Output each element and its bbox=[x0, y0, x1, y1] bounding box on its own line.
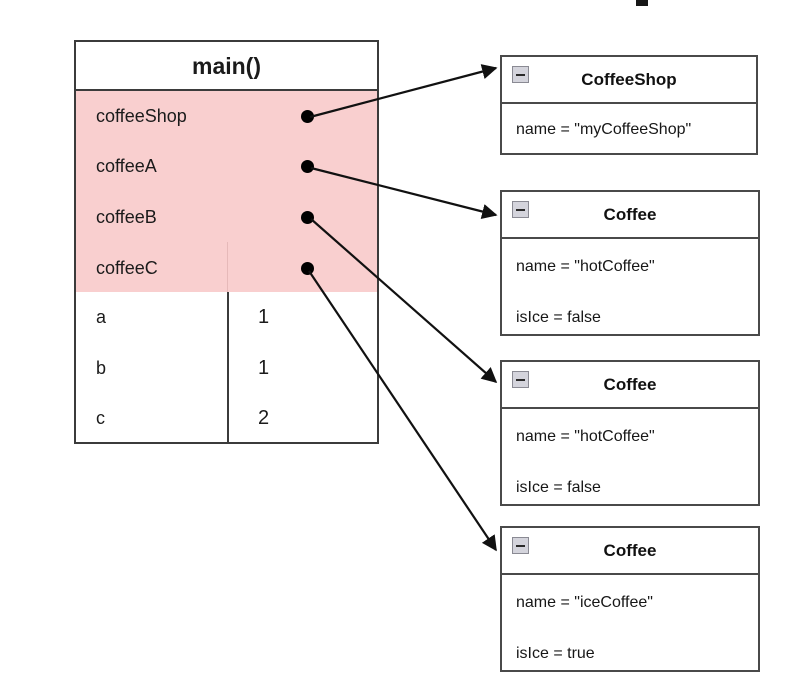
field-name: name = "myCoffeeShop" bbox=[516, 121, 692, 138]
frame-title: main() bbox=[76, 42, 377, 91]
field-isice: isIce = false bbox=[516, 309, 601, 326]
minus-icon[interactable] bbox=[512, 537, 529, 554]
minus-icon[interactable] bbox=[512, 66, 529, 83]
variable-name-a: a bbox=[96, 307, 107, 327]
variable-value-b: 1 bbox=[258, 357, 270, 379]
field-isice: isIce = true bbox=[516, 645, 595, 662]
field-name: name = "hotCoffee" bbox=[516, 428, 655, 445]
cropped-title-artifact bbox=[636, 0, 648, 6]
variable-name-coffeeC: coffeeC bbox=[96, 258, 158, 278]
variable-name-coffeeShop: coffeeShop bbox=[96, 106, 187, 126]
reference-dot-coffeeShop bbox=[301, 110, 314, 123]
heap-object-fields: name = "hotCoffee" isIce = false bbox=[502, 239, 758, 336]
heap-object-title: Coffee bbox=[603, 541, 657, 560]
variable-row-coffeeB: coffeeB bbox=[76, 192, 377, 242]
minus-icon[interactable] bbox=[512, 371, 529, 388]
heap-object-title: Coffee bbox=[603, 375, 657, 394]
heap-object-header: Coffee bbox=[502, 192, 758, 239]
reference-dot-coffeeB bbox=[301, 211, 314, 224]
column-divider-upper bbox=[227, 242, 228, 292]
variable-name-coffeeB: coffeeB bbox=[96, 207, 157, 227]
reference-dot-coffeeA bbox=[301, 160, 314, 173]
heap-object-fields: name = "myCoffeeShop" bbox=[502, 104, 756, 155]
heap-object-header: Coffee bbox=[502, 528, 758, 575]
heap-object-header: Coffee bbox=[502, 362, 758, 409]
heap-object-header: CoffeeShop bbox=[502, 57, 756, 104]
heap-object-fields: name = "hotCoffee" isIce = false bbox=[502, 409, 758, 506]
variable-name-coffeeA: coffeeA bbox=[96, 156, 157, 176]
variable-row-coffeeShop: coffeeShop bbox=[76, 91, 377, 141]
variable-row-coffeeC: coffeeC bbox=[76, 243, 377, 293]
variable-row-c: c 2 bbox=[76, 393, 377, 443]
reference-dot-coffeeC bbox=[301, 262, 314, 275]
stack-frame-main: main() coffeeShop coffeeA coffeeB coffee… bbox=[74, 40, 379, 444]
variable-row-b: b 1 bbox=[76, 343, 377, 393]
variable-row-a: a 1 bbox=[76, 292, 377, 342]
heap-object-coffee-b: Coffee name = "hotCoffee" isIce = false bbox=[500, 360, 760, 506]
field-name: name = "hotCoffee" bbox=[516, 258, 655, 275]
minus-icon[interactable] bbox=[512, 201, 529, 218]
variable-value-a: 1 bbox=[258, 306, 270, 328]
heap-object-coffee-c: Coffee name = "iceCoffee" isIce = true bbox=[500, 526, 760, 672]
field-name: name = "iceCoffee" bbox=[516, 594, 653, 611]
heap-object-fields: name = "iceCoffee" isIce = true bbox=[502, 575, 758, 672]
heap-object-title: CoffeeShop bbox=[581, 70, 677, 89]
heap-object-coffee-a: Coffee name = "hotCoffee" isIce = false bbox=[500, 190, 760, 336]
heap-object-coffeeshop: CoffeeShop name = "myCoffeeShop" bbox=[500, 55, 758, 155]
column-divider-lower bbox=[227, 292, 229, 442]
variable-name-c: c bbox=[96, 408, 105, 428]
variable-value-c: 2 bbox=[258, 407, 270, 429]
field-isice: isIce = false bbox=[516, 479, 601, 496]
variable-name-b: b bbox=[96, 358, 107, 378]
variable-row-coffeeA: coffeeA bbox=[76, 141, 377, 191]
heap-object-title: Coffee bbox=[603, 205, 657, 224]
